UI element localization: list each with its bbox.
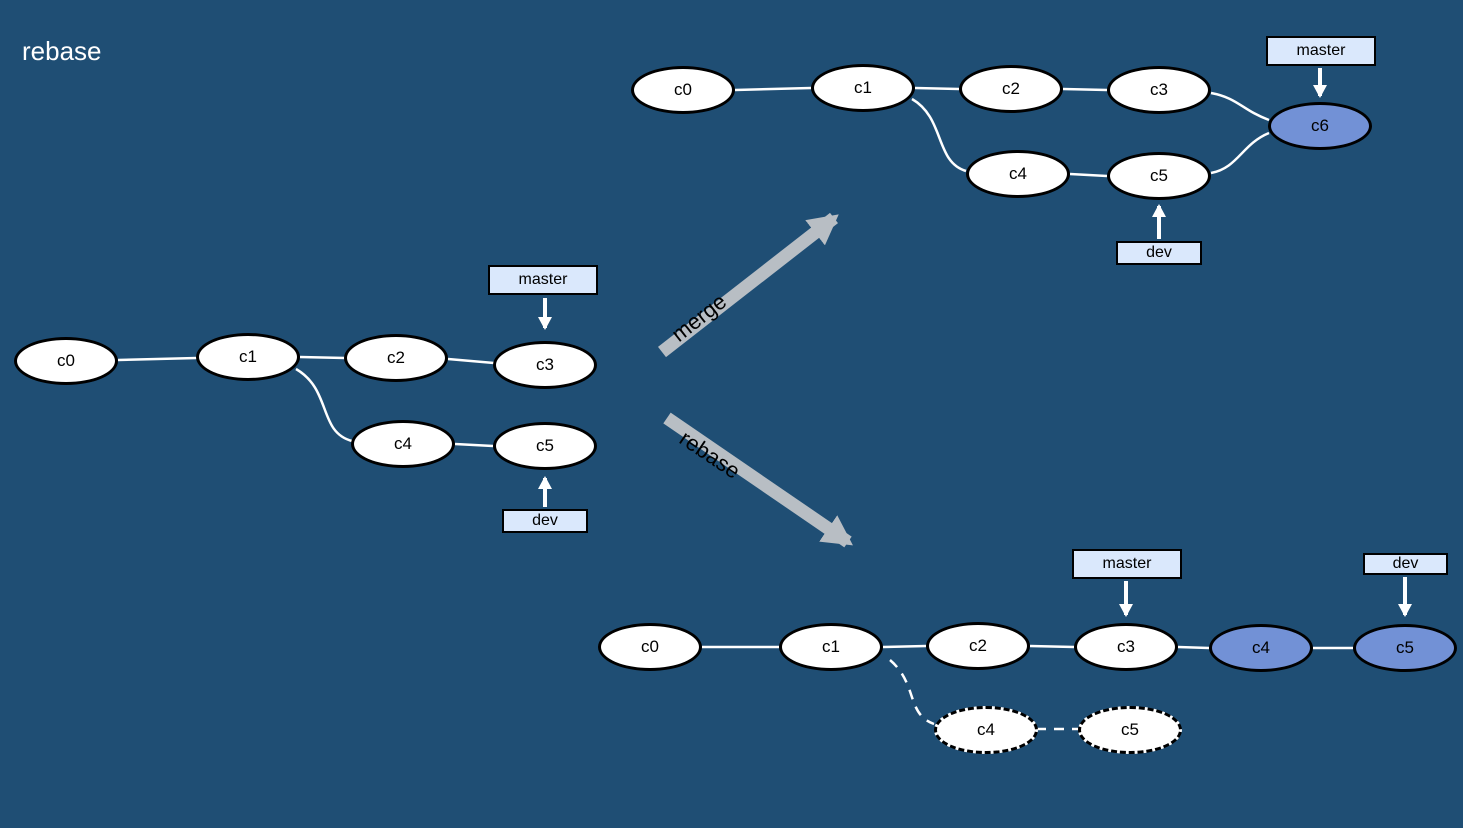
master-branch-label: master: [1072, 549, 1182, 579]
dev-branch-label: dev: [502, 509, 588, 533]
edge-merge-c5-c6: [1210, 131, 1270, 175]
commit-node-merge-c3: c3: [1107, 66, 1211, 114]
ghost-commit-node-c4: c4: [934, 706, 1038, 754]
edge-rebase-c1-c2: [882, 644, 927, 649]
edge-rebase-c2-c3: [1029, 644, 1075, 649]
commit-node-merge-c1: c1: [811, 64, 915, 112]
commit-node-before-c1: c1: [196, 333, 300, 381]
commit-node-merge-c2: c2: [959, 65, 1063, 113]
commit-node-before-c5: c5: [493, 422, 597, 470]
merge-transition-arrow-icon: [658, 212, 839, 358]
commit-node-rebase-c0: c0: [598, 623, 702, 671]
commit-node-merge-c5: c5: [1107, 152, 1211, 200]
edge-merge-c2-c3: [1062, 87, 1108, 92]
edge-before-c2-c3: [447, 357, 495, 365]
edge-before-c1-c4: [295, 367, 353, 443]
commit-node-before-c0: c0: [14, 337, 118, 385]
edge-merge-c3-c6: [1210, 91, 1270, 122]
commit-node-rebase-c2: c2: [926, 622, 1030, 670]
edge-merge-c4-c5: [1069, 172, 1108, 178]
commit-node-before-c4: c4: [351, 420, 455, 468]
ghost-commit-node-c5: c5: [1078, 706, 1182, 754]
edge-rebase-c3-c4: [1177, 645, 1210, 650]
commit-node-merge-c0: c0: [631, 66, 735, 114]
dev-branch-label: dev: [1116, 241, 1202, 265]
master-branch-label: master: [1266, 36, 1376, 66]
dev-branch-label: dev: [1363, 553, 1448, 575]
master-branch-label: master: [488, 265, 598, 295]
commit-node-before-c3: c3: [493, 341, 597, 389]
rebase-transition-arrow-icon: [663, 412, 853, 548]
edge-merge-c0-c1: [734, 86, 812, 92]
commit-node-rebase-c4: c4: [1209, 624, 1313, 672]
commit-node-rebase-c3: c3: [1074, 623, 1178, 671]
page-title: rebase: [22, 36, 102, 66]
edge-before-c4-c5: [454, 442, 494, 448]
edge-before-c1-c2: [299, 355, 346, 360]
commit-node-before-c2: c2: [344, 334, 448, 382]
edge-merge-c1-c2: [914, 86, 960, 91]
commit-node-rebase-c1: c1: [779, 623, 883, 671]
commit-node-merge-c6: c6: [1268, 102, 1372, 150]
commit-node-merge-c4: c4: [966, 150, 1070, 198]
commit-node-rebase-c5: c5: [1353, 624, 1457, 672]
edge-rebase-c1-ghost-c4: [889, 659, 935, 726]
edge-merge-c1-c4: [911, 97, 967, 173]
edge-before-c0-c1: [117, 356, 198, 362]
